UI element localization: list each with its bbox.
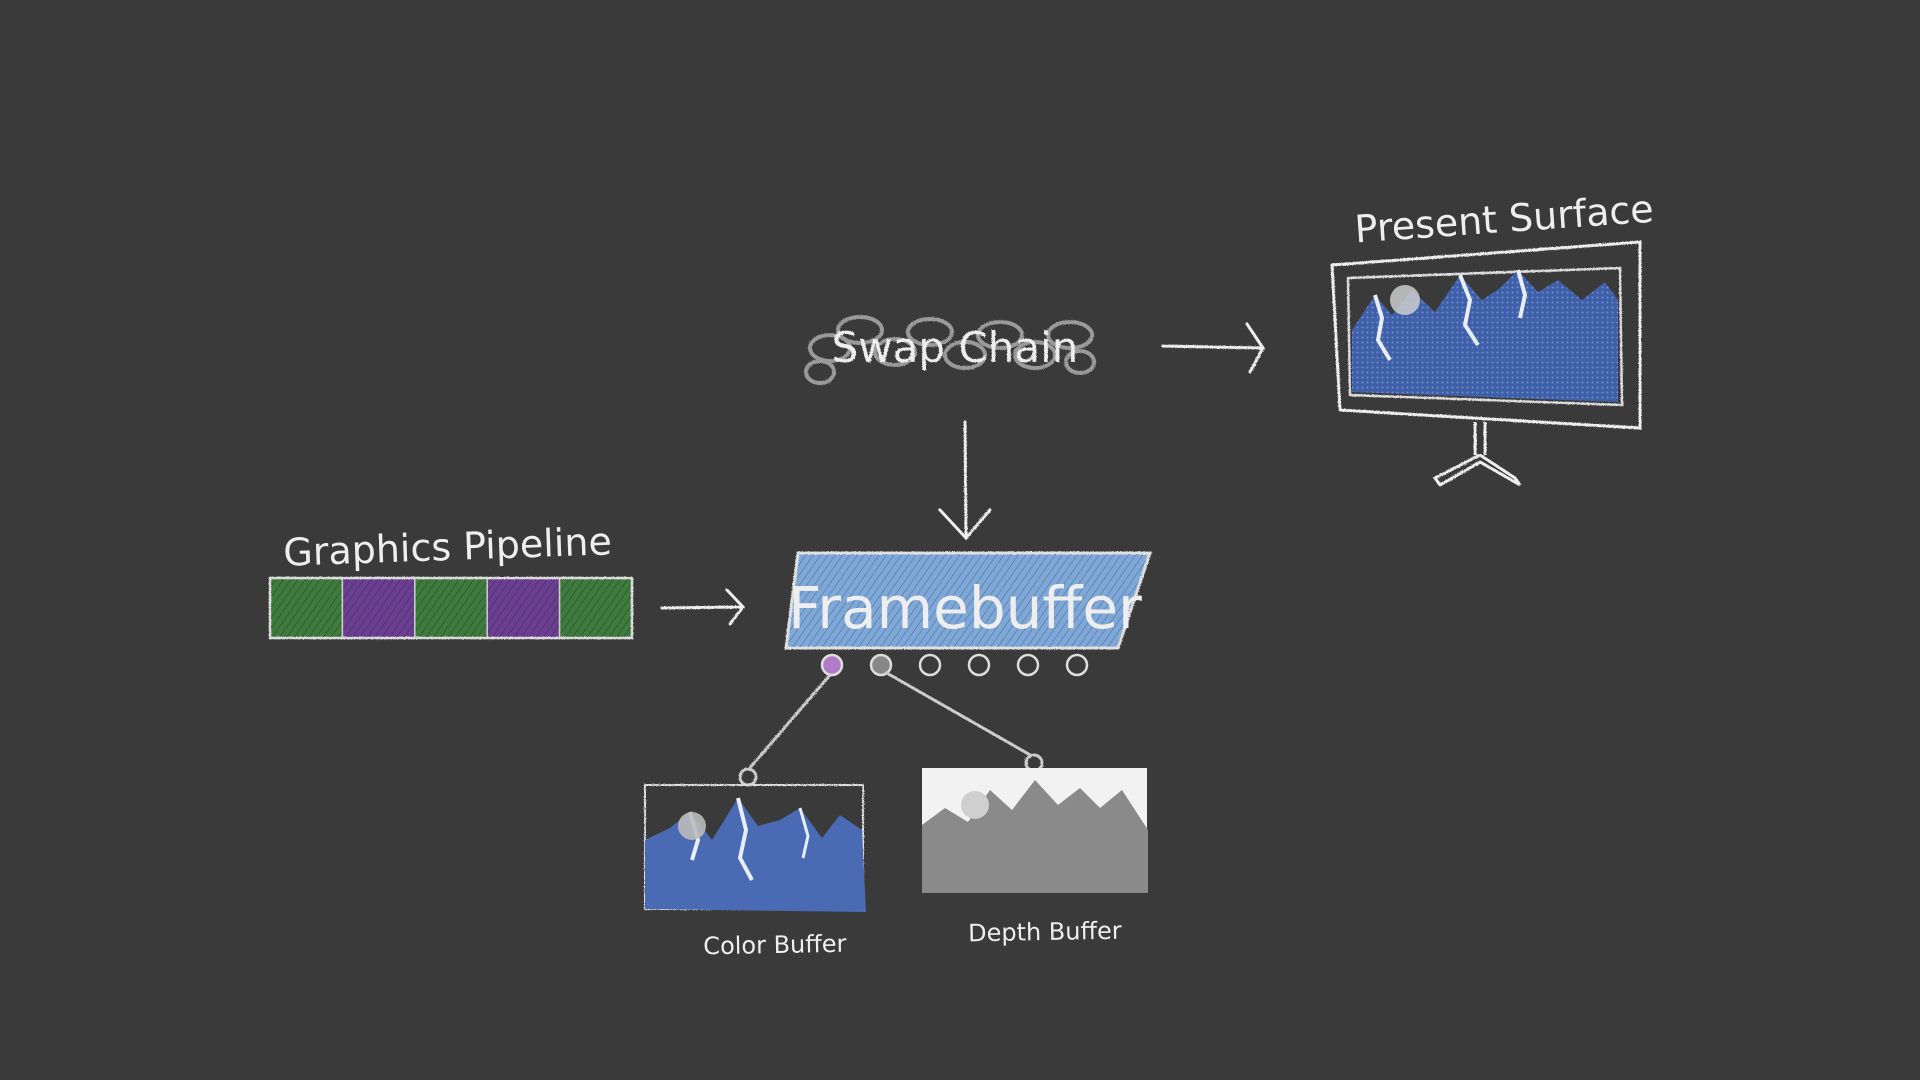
- surface-mountain-image: [1352, 270, 1618, 402]
- depth-buffer-sun: [961, 791, 989, 819]
- present-surface-node: Present Surface: [1330, 187, 1655, 487]
- chain-link-icon: [804, 315, 1096, 385]
- pipeline-stages: [269, 577, 633, 639]
- graphics-pipeline-label: Graphics Pipeline: [283, 519, 613, 574]
- color-buffer-label: Color Buffer: [703, 930, 847, 960]
- depth-attachment-slot: [869, 653, 893, 677]
- pipeline-stage-block: [269, 577, 344, 639]
- arrow-pipeline-to-framebuffer: [660, 588, 745, 626]
- depth-buffer-node: Depth Buffer: [922, 768, 1148, 947]
- empty-attachment-slot: [1016, 653, 1040, 677]
- color-buffer-image: [645, 798, 866, 912]
- screen-on-stand-icon: [1330, 240, 1642, 487]
- color-buffer-sun: [678, 812, 706, 840]
- swap-chain-node: Swap Chain: [804, 315, 1096, 385]
- pipeline-stage-block: [414, 577, 488, 639]
- present-surface-label: Present Surface: [1353, 187, 1655, 252]
- empty-attachment-slot: [1065, 653, 1089, 677]
- graphics-pipeline-node: Graphics Pipeline: [268, 519, 634, 640]
- framebuffer-block: [786, 553, 1150, 648]
- pipeline-stage-block: [486, 577, 561, 639]
- swap-chain-label: Swap Chain: [832, 323, 1079, 372]
- framebuffer-node: Framebuffer: [784, 551, 1153, 677]
- empty-attachment-slot: [918, 653, 942, 677]
- pipeline-stage-block: [341, 577, 416, 639]
- depth-buffer-label: Depth Buffer: [968, 917, 1122, 948]
- color-attachment-slot: [820, 653, 844, 677]
- framebuffer-label: Framebuffer: [788, 574, 1142, 642]
- arrow-swapchain-to-surface: [1161, 322, 1265, 374]
- empty-attachment-slot: [967, 653, 991, 677]
- surface-sun: [1390, 285, 1420, 315]
- arrow-swapchain-to-framebuffer: [938, 420, 992, 541]
- color-buffer-node: Color Buffer: [644, 784, 866, 960]
- pipeline-stage-block: [558, 577, 633, 639]
- framebuffer-attachments: [820, 653, 1089, 677]
